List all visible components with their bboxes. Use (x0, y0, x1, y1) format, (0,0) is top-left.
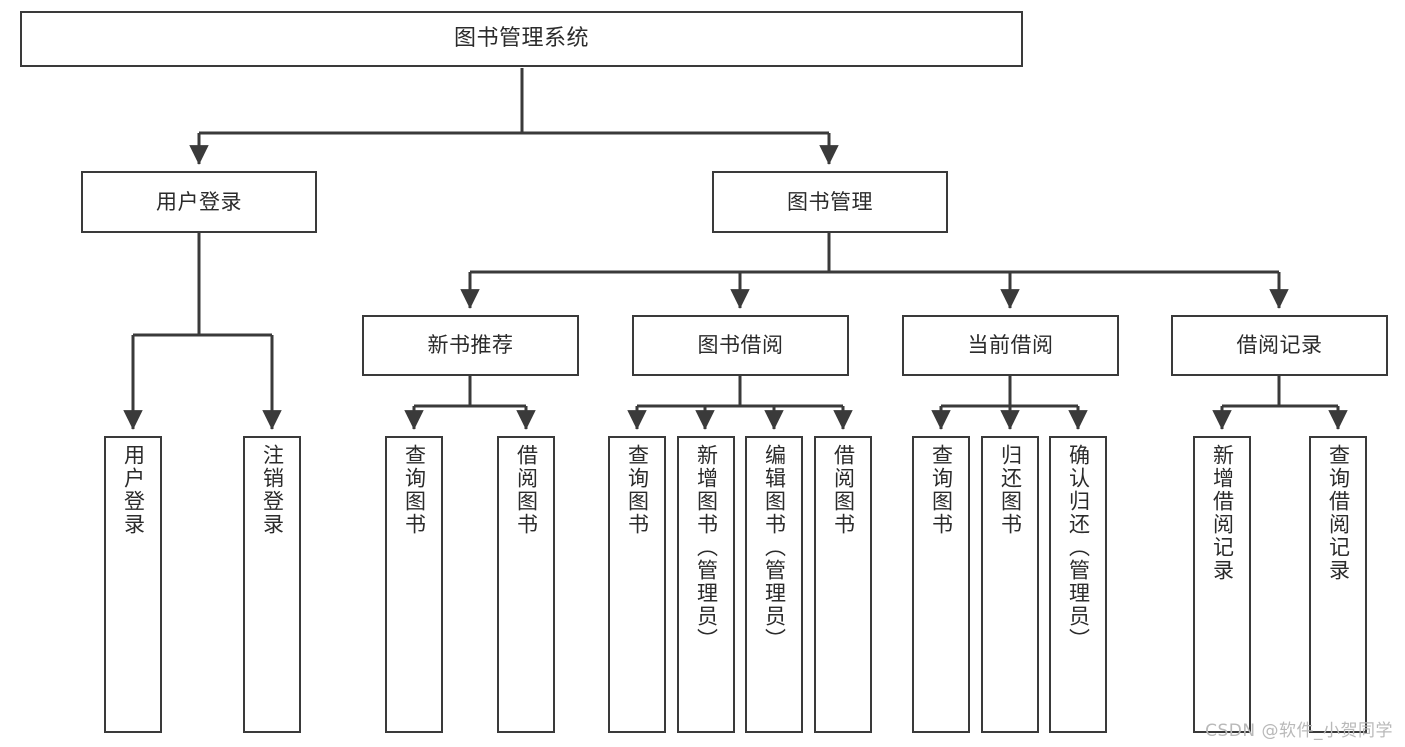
node-leaf-return-book-label: 归还图书 (998, 444, 1023, 536)
node-borrow-record-label: 借阅记录 (1236, 333, 1323, 358)
edge-group-user-login (123, 233, 282, 430)
node-book-manage[interactable]: 图书管理 (712, 171, 948, 233)
node-current-borrow[interactable]: 当前借阅 (902, 315, 1119, 376)
edge-group-current-borrow (931, 376, 1088, 430)
node-leaf-borrow-book-1[interactable]: 借阅图书 (497, 436, 555, 733)
node-leaf-query-record-label: 查询借阅记录 (1326, 444, 1351, 582)
node-leaf-query-book-3-label: 查询图书 (929, 444, 954, 536)
node-user-login[interactable]: 用户登录 (81, 171, 317, 233)
node-leaf-borrow-book-1-label: 借阅图书 (514, 444, 539, 536)
node-leaf-add-book[interactable]: 新增图书（管理员） (677, 436, 735, 733)
node-leaf-user-login[interactable]: 用户登录 (104, 436, 162, 733)
node-leaf-user-logout-label: 注销登录 (260, 444, 285, 536)
node-current-borrow-label: 当前借阅 (967, 333, 1054, 358)
node-leaf-add-book-label: 新增图书（管理员） (694, 444, 719, 651)
edge-group-borrow-record (1212, 376, 1348, 430)
node-book-manage-label: 图书管理 (787, 189, 873, 214)
node-leaf-query-book-1[interactable]: 查询图书 (385, 436, 443, 733)
node-leaf-confirm-return-label: 确认归还（管理员） (1066, 444, 1091, 651)
node-leaf-query-book-2-label: 查询图书 (625, 444, 650, 536)
node-leaf-borrow-book-2[interactable]: 借阅图书 (814, 436, 872, 733)
node-leaf-query-book-2[interactable]: 查询图书 (608, 436, 666, 733)
node-leaf-query-record[interactable]: 查询借阅记录 (1309, 436, 1367, 733)
node-new-book-recommend[interactable]: 新书推荐 (362, 315, 579, 376)
node-leaf-confirm-return[interactable]: 确认归还（管理员） (1049, 436, 1107, 733)
node-book-borrow[interactable]: 图书借阅 (632, 315, 849, 376)
node-leaf-add-record[interactable]: 新增借阅记录 (1193, 436, 1251, 733)
node-leaf-add-record-label: 新增借阅记录 (1210, 444, 1235, 582)
node-leaf-return-book[interactable]: 归还图书 (981, 436, 1039, 733)
node-root-label: 图书管理系统 (453, 26, 589, 52)
edge-group-new-book-recommend (404, 376, 536, 430)
edge-group-book-borrow (627, 376, 853, 430)
node-leaf-edit-book[interactable]: 编辑图书（管理员） (745, 436, 803, 733)
node-leaf-user-logout[interactable]: 注销登录 (243, 436, 301, 733)
node-root[interactable]: 图书管理系统 (20, 11, 1023, 67)
node-leaf-borrow-book-2-label: 借阅图书 (831, 444, 856, 536)
node-new-book-recommend-label: 新书推荐 (427, 333, 514, 358)
node-leaf-query-book-1-label: 查询图书 (402, 444, 427, 536)
node-leaf-edit-book-label: 编辑图书（管理员） (762, 444, 787, 651)
node-leaf-user-login-label: 用户登录 (121, 444, 146, 536)
edge-group-book-manage (460, 233, 1289, 309)
node-user-login-label: 用户登录 (156, 189, 242, 214)
edge-group-root (189, 68, 839, 165)
node-borrow-record[interactable]: 借阅记录 (1171, 315, 1388, 376)
node-book-borrow-label: 图书借阅 (697, 333, 784, 358)
node-leaf-query-book-3[interactable]: 查询图书 (912, 436, 970, 733)
